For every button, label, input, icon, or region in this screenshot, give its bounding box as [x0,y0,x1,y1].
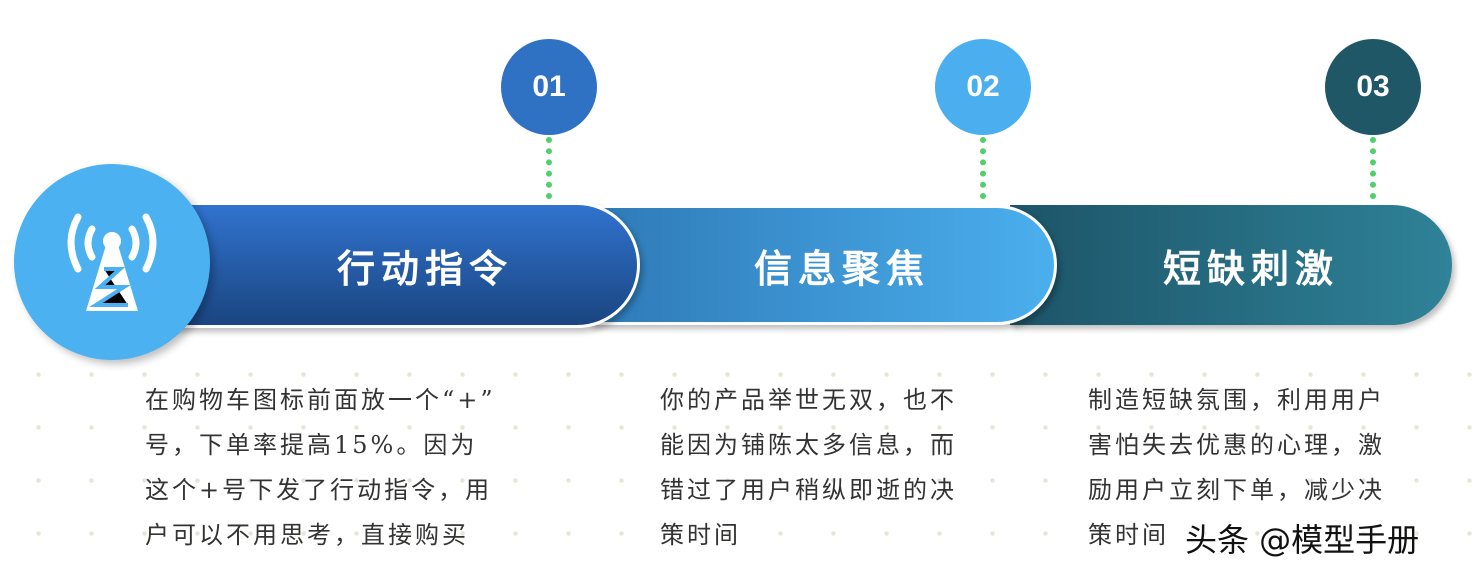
step-bar-03: 短缺刺激 [1010,205,1452,325]
background-dots [0,340,1472,574]
step-title-01: 行动指令 [336,245,513,291]
step-description-02: 你的产品举世无双，也不 能因为铺陈太多信息，而 错过了用户稍纵即逝的决 策时间 [660,386,957,549]
step-number-03: 03 [1325,39,1421,135]
watermark: 头条 @模型手册 [1185,521,1420,559]
step-number-01: 01 [501,39,597,135]
step-bar-01: 行动指令 [150,202,640,328]
connector-line-01 [546,137,552,199]
signal-tower-icon [67,213,157,311]
step-title-03: 短缺刺激 [1162,245,1339,291]
step-description-01: 在购物车图标前面放一个“+” 号，下单率提高15%。因为 这个+号下发了行动指令… [145,386,496,549]
connector-line-03 [1370,137,1376,199]
step-description-03: 制造短缺氛围，利用用户 害怕失去优惠的心理，激 励用户立刻下单，减少决 策时间 [1088,386,1385,549]
step-number-02: 02 [935,39,1031,135]
connector-line-02 [980,137,986,199]
step-bar-02: 信息聚焦 [590,205,1057,325]
signal-tower-badge [14,164,210,360]
step-title-02: 信息聚焦 [753,245,930,291]
